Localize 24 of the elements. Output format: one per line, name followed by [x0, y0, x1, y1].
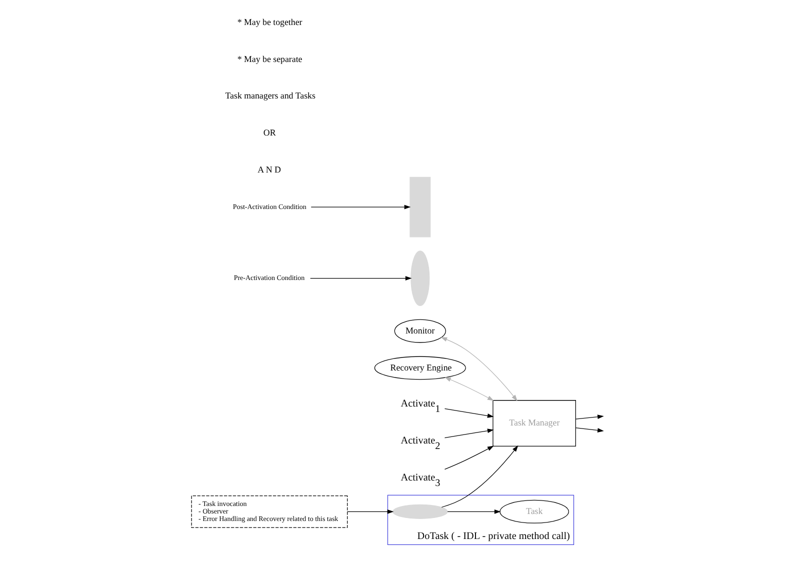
label: * May be separate: [237, 54, 302, 64]
arrow: [444, 377, 494, 401]
node-ellipse: [410, 250, 430, 306]
arrow: [575, 428, 604, 432]
arrow: [310, 276, 412, 280]
arrow: [444, 428, 494, 438]
label: OR: [263, 128, 276, 138]
arrow: [347, 509, 394, 514]
arrow: [440, 337, 518, 402]
arrow: [447, 509, 501, 514]
node-ellipse: Task: [500, 500, 569, 524]
node-box: Task Manager: [492, 400, 576, 446]
arrow: [310, 204, 411, 210]
arrow: [444, 408, 494, 418]
node-ellipse: Monitor: [394, 319, 446, 343]
arrow: [575, 414, 604, 420]
label: * May be together: [237, 16, 302, 27]
node-ellipse: [392, 504, 448, 519]
label: Task managers and Tasks: [225, 90, 316, 101]
node-ellipse: Recovery Engine: [374, 356, 466, 380]
label: A N D: [258, 164, 281, 175]
node-box: [410, 176, 431, 238]
arrow: [444, 446, 494, 470]
arrow: [441, 445, 518, 508]
